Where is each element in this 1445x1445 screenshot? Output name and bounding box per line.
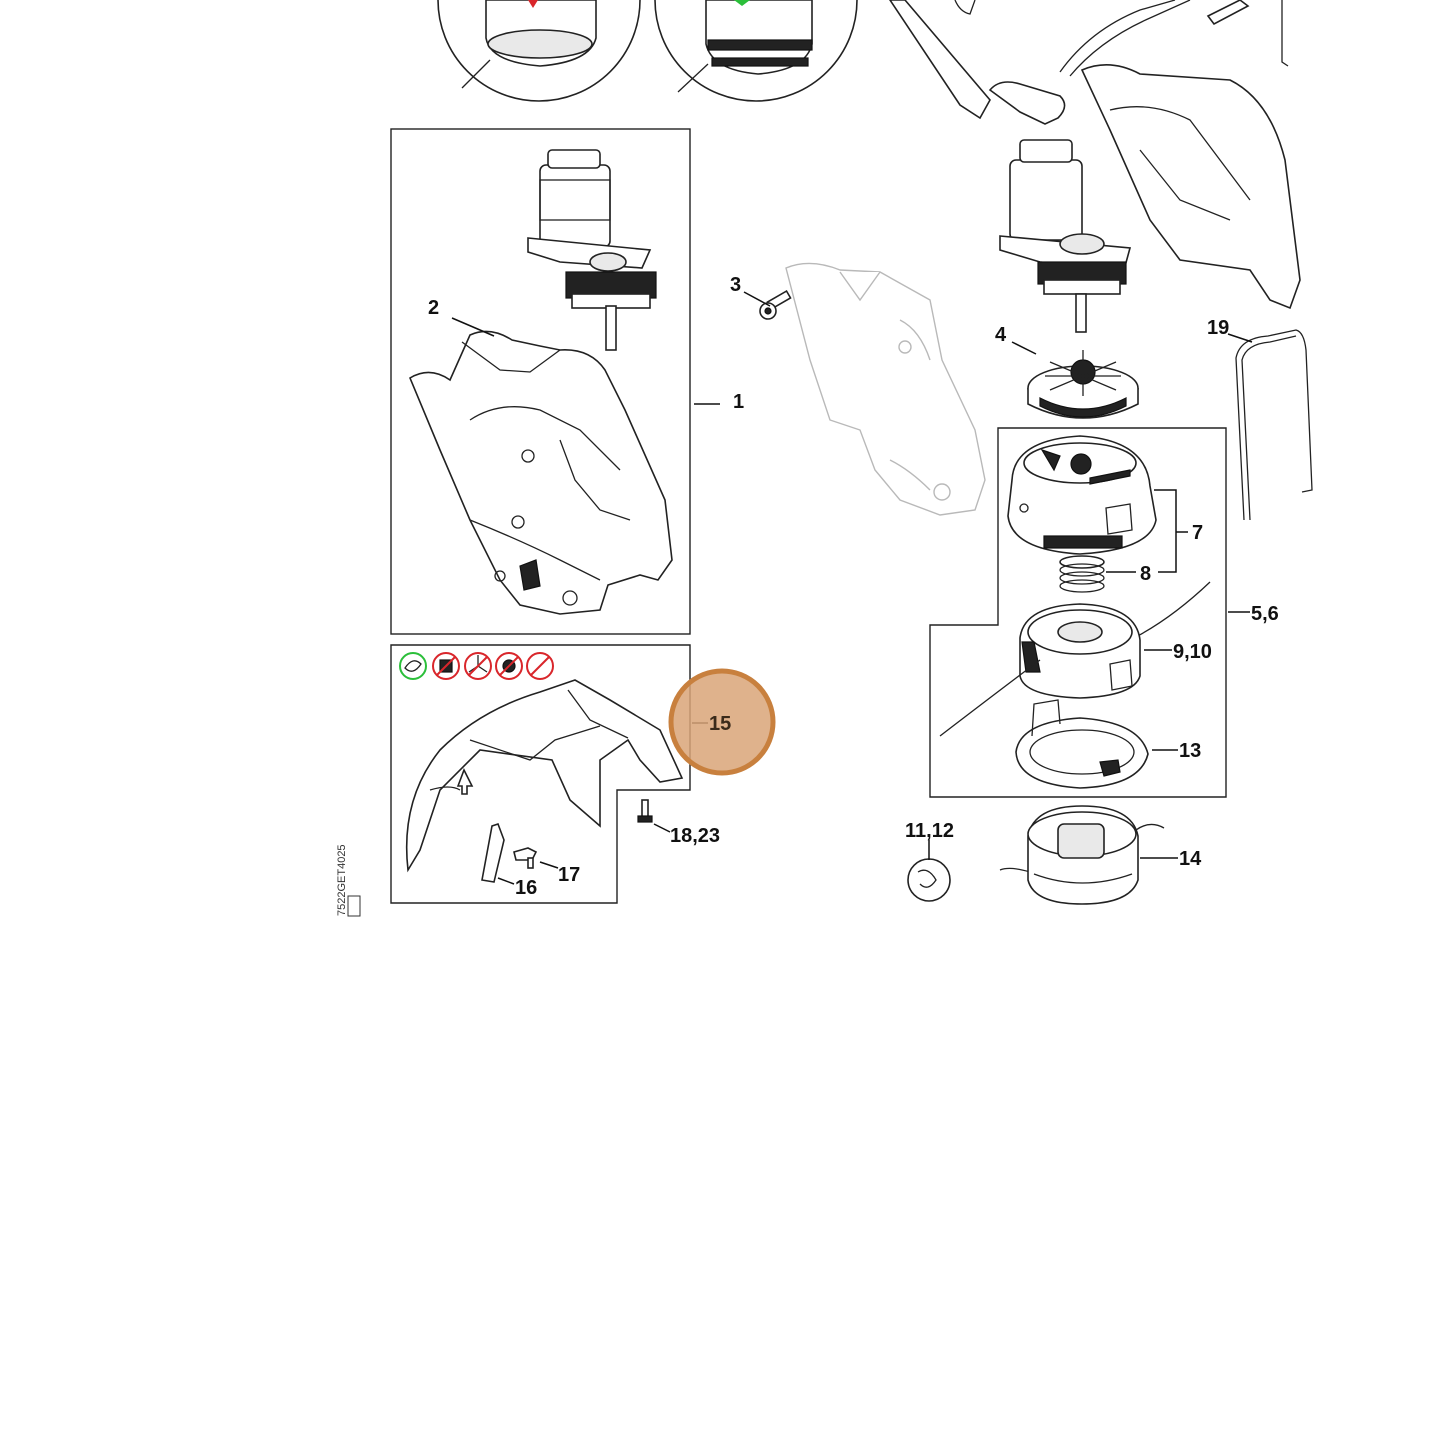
- green-arrow-icon: [734, 0, 750, 6]
- part-11-12: [907, 858, 951, 902]
- label-17[interactable]: 17: [558, 864, 580, 886]
- blade-forbidden-icon: [432, 652, 460, 680]
- part-19: [1235, 329, 1313, 521]
- label-1[interactable]: 1: [733, 391, 744, 413]
- detail-view-left: [437, 0, 641, 102]
- hotspot-15[interactable]: [668, 668, 776, 776]
- assembly-box-15: [390, 644, 691, 904]
- part-4: [1027, 350, 1139, 419]
- label-13[interactable]: 13: [1179, 740, 1201, 762]
- guard-shield: [405, 679, 684, 873]
- label-15[interactable]: 15: [709, 713, 731, 735]
- assembly-box-5-6: [929, 427, 1227, 798]
- label-14[interactable]: 14: [1179, 848, 1202, 870]
- three-tooth-blade-forbidden-icon: [464, 652, 492, 680]
- compatibility-icons: [399, 652, 554, 680]
- drawing-code-box: [347, 895, 361, 917]
- part-8: [1059, 555, 1105, 593]
- part-14: [999, 805, 1165, 905]
- label-18-23[interactable]: 18,23: [670, 825, 720, 847]
- part-7: [1007, 435, 1157, 555]
- assembly-box-1: [390, 128, 691, 635]
- housing-ghost: [785, 262, 986, 516]
- label-4[interactable]: 4: [995, 324, 1007, 346]
- label-8[interactable]: 8: [1140, 563, 1151, 585]
- part-13: [1015, 699, 1149, 789]
- red-arrow-icon: [528, 0, 538, 8]
- part-16: [481, 822, 505, 883]
- drawing-code: 7522GET4025: [336, 844, 348, 916]
- label-2[interactable]: 2: [428, 297, 439, 319]
- part-18-23: [637, 799, 653, 823]
- label-3[interactable]: 3: [730, 274, 741, 296]
- part-3: [759, 289, 792, 320]
- mowing-line-head-permitted-icon: [399, 652, 427, 680]
- part-17: [513, 847, 538, 869]
- label-11-12[interactable]: 11,12: [905, 820, 954, 842]
- detail-view-right: [654, 0, 858, 102]
- part-9-10: [939, 581, 1211, 737]
- knife-forbidden-icon: [526, 652, 554, 680]
- housing-box-1: [408, 330, 673, 615]
- label-19[interactable]: 19: [1207, 317, 1229, 339]
- motor-box-1: [527, 149, 657, 351]
- leader-lines: [451, 291, 1253, 885]
- motor-right: [999, 139, 1132, 333]
- label-9-10[interactable]: 9,10: [1173, 641, 1212, 663]
- label-5-6[interactable]: 5,6: [1251, 603, 1279, 625]
- label-16[interactable]: 16: [515, 877, 537, 899]
- handle-fragments: [889, 0, 1301, 310]
- saw-blade-forbidden-icon: [495, 652, 523, 680]
- label-7[interactable]: 7: [1192, 522, 1203, 544]
